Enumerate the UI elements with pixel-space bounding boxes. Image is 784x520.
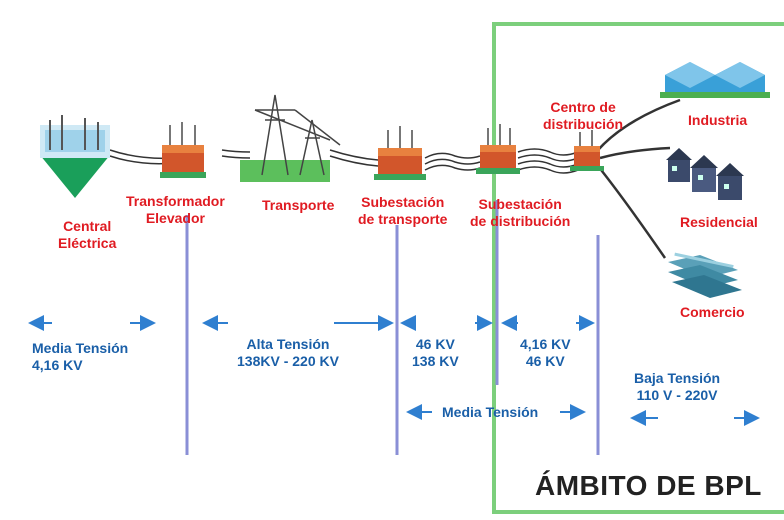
- label-line: de transporte: [358, 211, 448, 227]
- commerce-icon: [668, 252, 742, 298]
- label-line: Centro de: [550, 99, 616, 115]
- label-line: Baja Tensión: [634, 370, 721, 386]
- label-line: Transformador: [126, 193, 225, 209]
- label-line: distribución: [543, 116, 624, 132]
- label-comercio: Comercio: [680, 304, 745, 320]
- label-line: 46 KV: [415, 336, 455, 352]
- transport-substation-icon: [374, 126, 426, 180]
- residential-icon: [666, 148, 744, 200]
- label-transporte: Transporte: [262, 197, 335, 213]
- label-media-tension-1: Media Tensión 4,16 KV: [32, 340, 128, 374]
- label-line: 138KV - 220 KV: [237, 353, 339, 369]
- label-alta-tension: Alta Tensión 138KV - 220 KV: [237, 336, 339, 370]
- label-line: de distribución: [470, 213, 571, 229]
- transmission-tower-icon: [240, 94, 341, 182]
- bpl-scope-frame: [492, 22, 784, 514]
- label-line: 4,16 KV: [32, 357, 83, 373]
- distribution-substation-icon: [476, 124, 520, 174]
- voltage-dividers: [185, 200, 600, 455]
- label-line: Eléctrica: [58, 235, 117, 251]
- distribution-center-icon: [570, 130, 604, 171]
- label-subestacion-distribucion: Subestación de distribución: [470, 196, 570, 230]
- label-central-electrica: Central Eléctrica: [58, 218, 116, 252]
- industry-icon: [660, 62, 770, 98]
- label-residencial: Residencial: [680, 214, 758, 230]
- label-line: Alta Tensión: [246, 336, 330, 352]
- label-subestacion-transporte: Subestación de transporte: [358, 194, 447, 228]
- label-line: 4,16 KV: [520, 336, 571, 352]
- voltage-arrows: [28, 315, 760, 426]
- label-line: 110 V - 220V: [636, 387, 718, 403]
- label-46kv-138kv: 46 KV 138 KV: [412, 336, 459, 370]
- label-line: Subestación: [361, 194, 445, 210]
- label-line: Media Tensión: [32, 340, 129, 356]
- label-transformador-elevador: Transformador Elevador: [126, 193, 225, 227]
- power-lines: [109, 98, 681, 259]
- power-plant-icon: [40, 115, 110, 198]
- label-line: 138 KV: [412, 353, 459, 369]
- label-line: Central: [63, 218, 112, 234]
- bpl-scope-title: ÁMBITO DE BPL: [535, 470, 762, 501]
- label-416kv-46kv: 4,16 KV 46 KV: [520, 336, 571, 370]
- label-line: 46 KV: [525, 353, 565, 369]
- label-line: Subestación: [478, 196, 562, 212]
- step-up-transformer-icon: [160, 122, 206, 178]
- label-industria: Industria: [688, 112, 748, 128]
- label-baja-tension: Baja Tensión 110 V - 220V: [634, 370, 720, 404]
- label-line: Elevador: [145, 210, 205, 226]
- label-centro-distribucion: Centro de distribución: [543, 99, 623, 133]
- label-media-tension-2: Media Tensión: [442, 404, 539, 420]
